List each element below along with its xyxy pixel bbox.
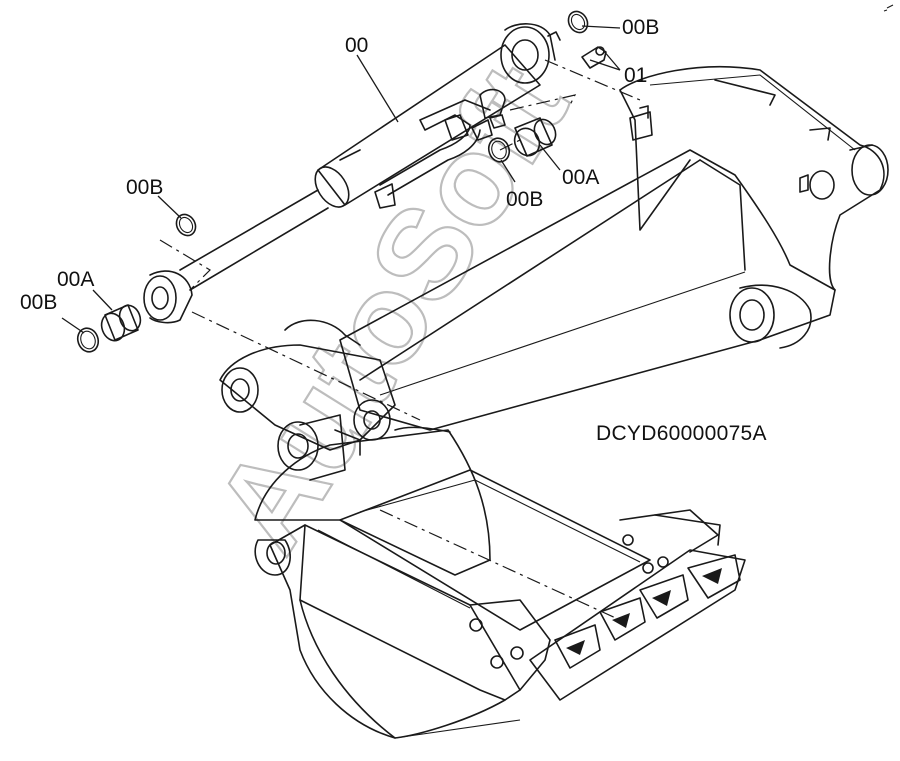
leader-lines [61,25,621,334]
bushing [514,117,553,157]
arm-structure [219,65,889,481]
callout-bushing-left: 00A [57,268,94,291]
callout-fitting: 01 [624,64,647,87]
seal-ring [76,327,100,353]
callout-seal-left: 00B [20,291,57,314]
bushing [104,304,139,341]
seal-ring [487,137,511,163]
corner-mark [883,4,894,12]
callout-seal-top: 00B [622,16,659,39]
callout-bushing-right: 00A [562,166,599,189]
callout-seal-right: 00B [506,188,543,211]
seal-ring [567,10,589,34]
bucket-teeth [554,554,741,669]
callout-seal-left-upper: 00B [126,176,163,199]
callout-cylinder: 00 [345,34,368,57]
assembly-lines [159,59,641,421]
grease-fitting [581,46,607,69]
drawing-code: DCYD60000075A [596,422,767,445]
callout-labels: 00 00B 01 00A 00B 00B 00A 00B [20,16,659,314]
loose-parts [76,10,607,353]
bucket-cylinder [143,23,561,324]
seal-ring [175,213,197,237]
bucket [254,429,746,739]
